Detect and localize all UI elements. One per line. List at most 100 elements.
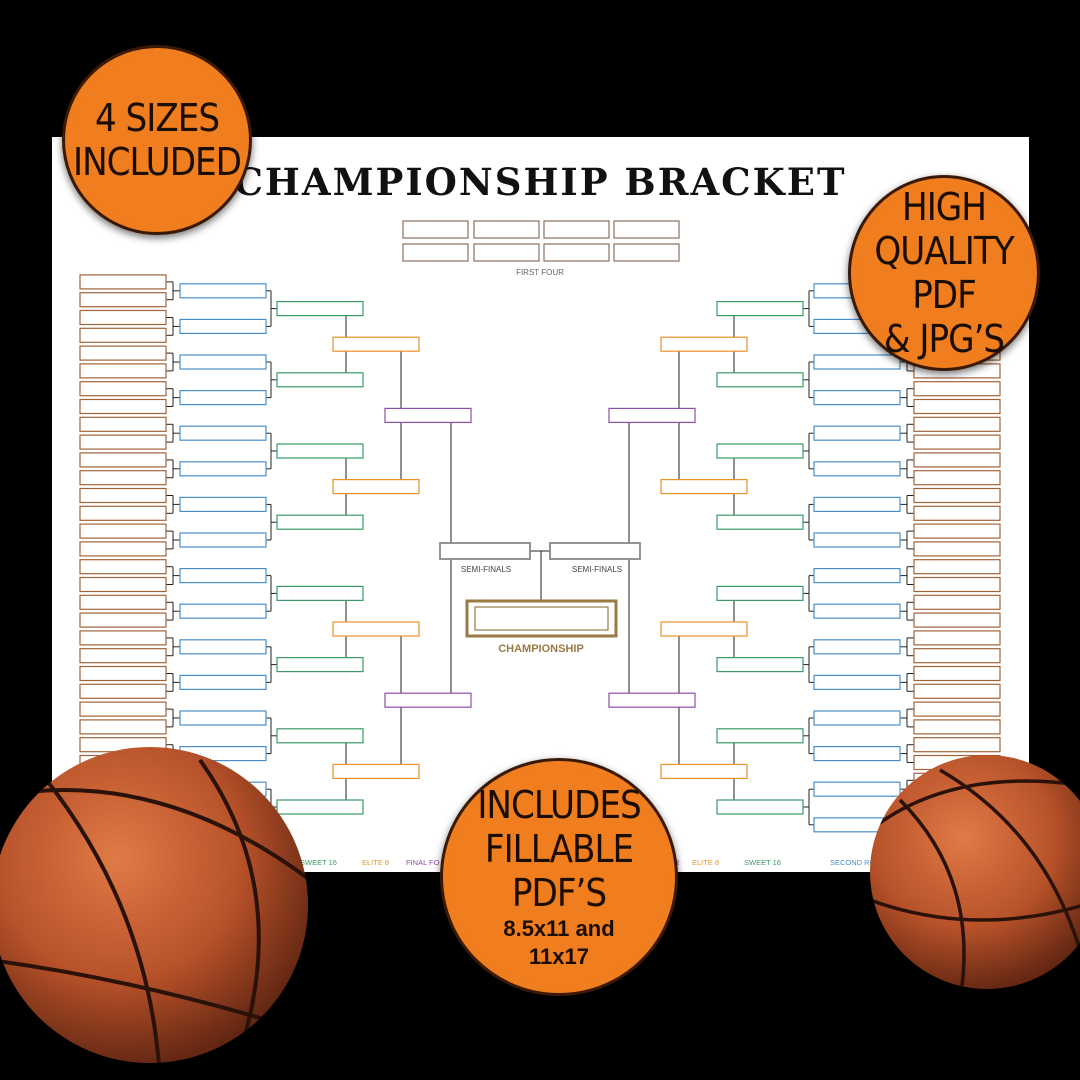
round1-slot-right[interactable]: [913, 523, 1001, 539]
sweet16-slot-left[interactable]: [276, 728, 364, 744]
round1-slot-right[interactable]: [913, 737, 1001, 753]
round2-slot-right[interactable]: [813, 425, 901, 441]
round2-slot-left[interactable]: [179, 567, 267, 584]
round1-slot-right[interactable]: [913, 683, 1001, 699]
first-four-slot[interactable]: [402, 243, 469, 262]
round2-slot-right[interactable]: [813, 532, 901, 548]
round1-slot-right[interactable]: [913, 470, 1001, 486]
sweet16-slot-left[interactable]: [276, 372, 364, 388]
elite8-slot-right[interactable]: [660, 763, 748, 780]
round1-slot-left[interactable]: [79, 416, 167, 432]
elite8-slot-right[interactable]: [660, 621, 748, 637]
first-four-slot[interactable]: [613, 243, 680, 262]
round1-slot-right[interactable]: [913, 381, 1001, 397]
sweet16-slot-left[interactable]: [276, 514, 364, 530]
final4-slot-right[interactable]: [608, 692, 696, 708]
round1-slot-right[interactable]: [913, 648, 1001, 664]
round2-slot-right[interactable]: [813, 710, 901, 726]
round1-slot-left[interactable]: [79, 398, 167, 415]
final4-slot-right[interactable]: [608, 407, 696, 423]
round1-slot-left[interactable]: [79, 505, 167, 521]
sweet16-slot-left[interactable]: [276, 301, 364, 317]
round1-slot-left[interactable]: [79, 452, 167, 468]
elite8-slot-left[interactable]: [332, 336, 420, 352]
round1-slot-left[interactable]: [79, 470, 167, 486]
round1-slot-left[interactable]: [79, 274, 167, 290]
round1-slot-right[interactable]: [913, 594, 1001, 610]
round1-slot-left[interactable]: [79, 292, 167, 308]
round1-slot-left[interactable]: [79, 345, 167, 361]
round1-slot-left[interactable]: [79, 309, 167, 326]
first-four-slot[interactable]: [543, 220, 610, 239]
elite8-slot-left[interactable]: [332, 621, 420, 637]
round1-slot-right[interactable]: [913, 505, 1001, 521]
round1-slot-left[interactable]: [79, 487, 167, 504]
elite8-slot-left[interactable]: [332, 763, 420, 780]
round2-slot-right[interactable]: [813, 639, 901, 655]
semi-final-slot-right[interactable]: [549, 542, 641, 560]
elite8-slot-right[interactable]: [660, 336, 748, 352]
round2-slot-left[interactable]: [179, 674, 267, 691]
round1-slot-left[interactable]: [79, 630, 167, 646]
sweet16-slot-left[interactable]: [276, 799, 364, 815]
round1-slot-left[interactable]: [79, 576, 167, 593]
round1-slot-right[interactable]: [913, 487, 1001, 504]
round1-slot-left[interactable]: [79, 363, 167, 379]
round1-slot-left[interactable]: [79, 559, 167, 575]
round2-slot-left[interactable]: [179, 496, 267, 512]
round1-slot-right[interactable]: [913, 701, 1001, 717]
round1-slot-left[interactable]: [79, 701, 167, 717]
round1-slot-right[interactable]: [913, 576, 1001, 593]
sweet16-slot-right[interactable]: [716, 799, 804, 815]
sweet16-slot-left[interactable]: [276, 585, 364, 602]
final4-slot-left[interactable]: [384, 692, 472, 708]
round2-slot-right[interactable]: [813, 461, 901, 477]
round1-slot-right[interactable]: [913, 665, 1001, 682]
round1-slot-left[interactable]: [79, 381, 167, 397]
round2-slot-right[interactable]: [813, 603, 901, 619]
round1-slot-left[interactable]: [79, 719, 167, 735]
round2-slot-left[interactable]: [179, 639, 267, 655]
sweet16-slot-right[interactable]: [716, 443, 804, 459]
sweet16-slot-right[interactable]: [716, 585, 804, 602]
round1-slot-left[interactable]: [79, 683, 167, 699]
round2-slot-right[interactable]: [813, 781, 901, 797]
elite8-slot-left[interactable]: [332, 479, 420, 495]
round2-slot-left[interactable]: [179, 461, 267, 477]
round2-slot-right[interactable]: [813, 567, 901, 584]
round1-slot-left[interactable]: [79, 665, 167, 682]
sweet16-slot-right[interactable]: [716, 656, 804, 673]
sweet16-slot-right[interactable]: [716, 728, 804, 744]
round2-slot-left[interactable]: [179, 354, 267, 370]
round2-slot-left[interactable]: [179, 318, 267, 334]
round2-slot-left[interactable]: [179, 603, 267, 619]
round1-slot-right[interactable]: [913, 541, 1001, 557]
round2-slot-left[interactable]: [179, 390, 267, 406]
first-four-slot[interactable]: [473, 220, 540, 239]
round1-slot-left[interactable]: [79, 648, 167, 664]
round1-slot-right[interactable]: [913, 559, 1001, 575]
round1-slot-left[interactable]: [79, 594, 167, 610]
round2-slot-right[interactable]: [813, 745, 901, 762]
round2-slot-right[interactable]: [813, 390, 901, 406]
sweet16-slot-right[interactable]: [716, 514, 804, 530]
first-four-slot[interactable]: [613, 220, 680, 239]
round2-slot-right[interactable]: [813, 354, 901, 370]
round1-slot-left[interactable]: [79, 434, 167, 450]
sweet16-slot-left[interactable]: [276, 656, 364, 673]
championship-slot[interactable]: [474, 606, 609, 631]
final4-slot-left[interactable]: [384, 407, 472, 423]
round1-slot-right[interactable]: [913, 398, 1001, 415]
sweet16-slot-left[interactable]: [276, 443, 364, 459]
round2-slot-left[interactable]: [179, 425, 267, 441]
round1-slot-left[interactable]: [79, 612, 167, 628]
round2-slot-left[interactable]: [179, 283, 267, 299]
round1-slot-right[interactable]: [913, 452, 1001, 468]
round2-slot-right[interactable]: [813, 496, 901, 512]
elite8-slot-right[interactable]: [660, 479, 748, 495]
round2-slot-right[interactable]: [813, 674, 901, 691]
round1-slot-left[interactable]: [79, 327, 167, 343]
round2-slot-left[interactable]: [179, 532, 267, 548]
round1-slot-left[interactable]: [79, 541, 167, 557]
round2-slot-left[interactable]: [179, 710, 267, 726]
